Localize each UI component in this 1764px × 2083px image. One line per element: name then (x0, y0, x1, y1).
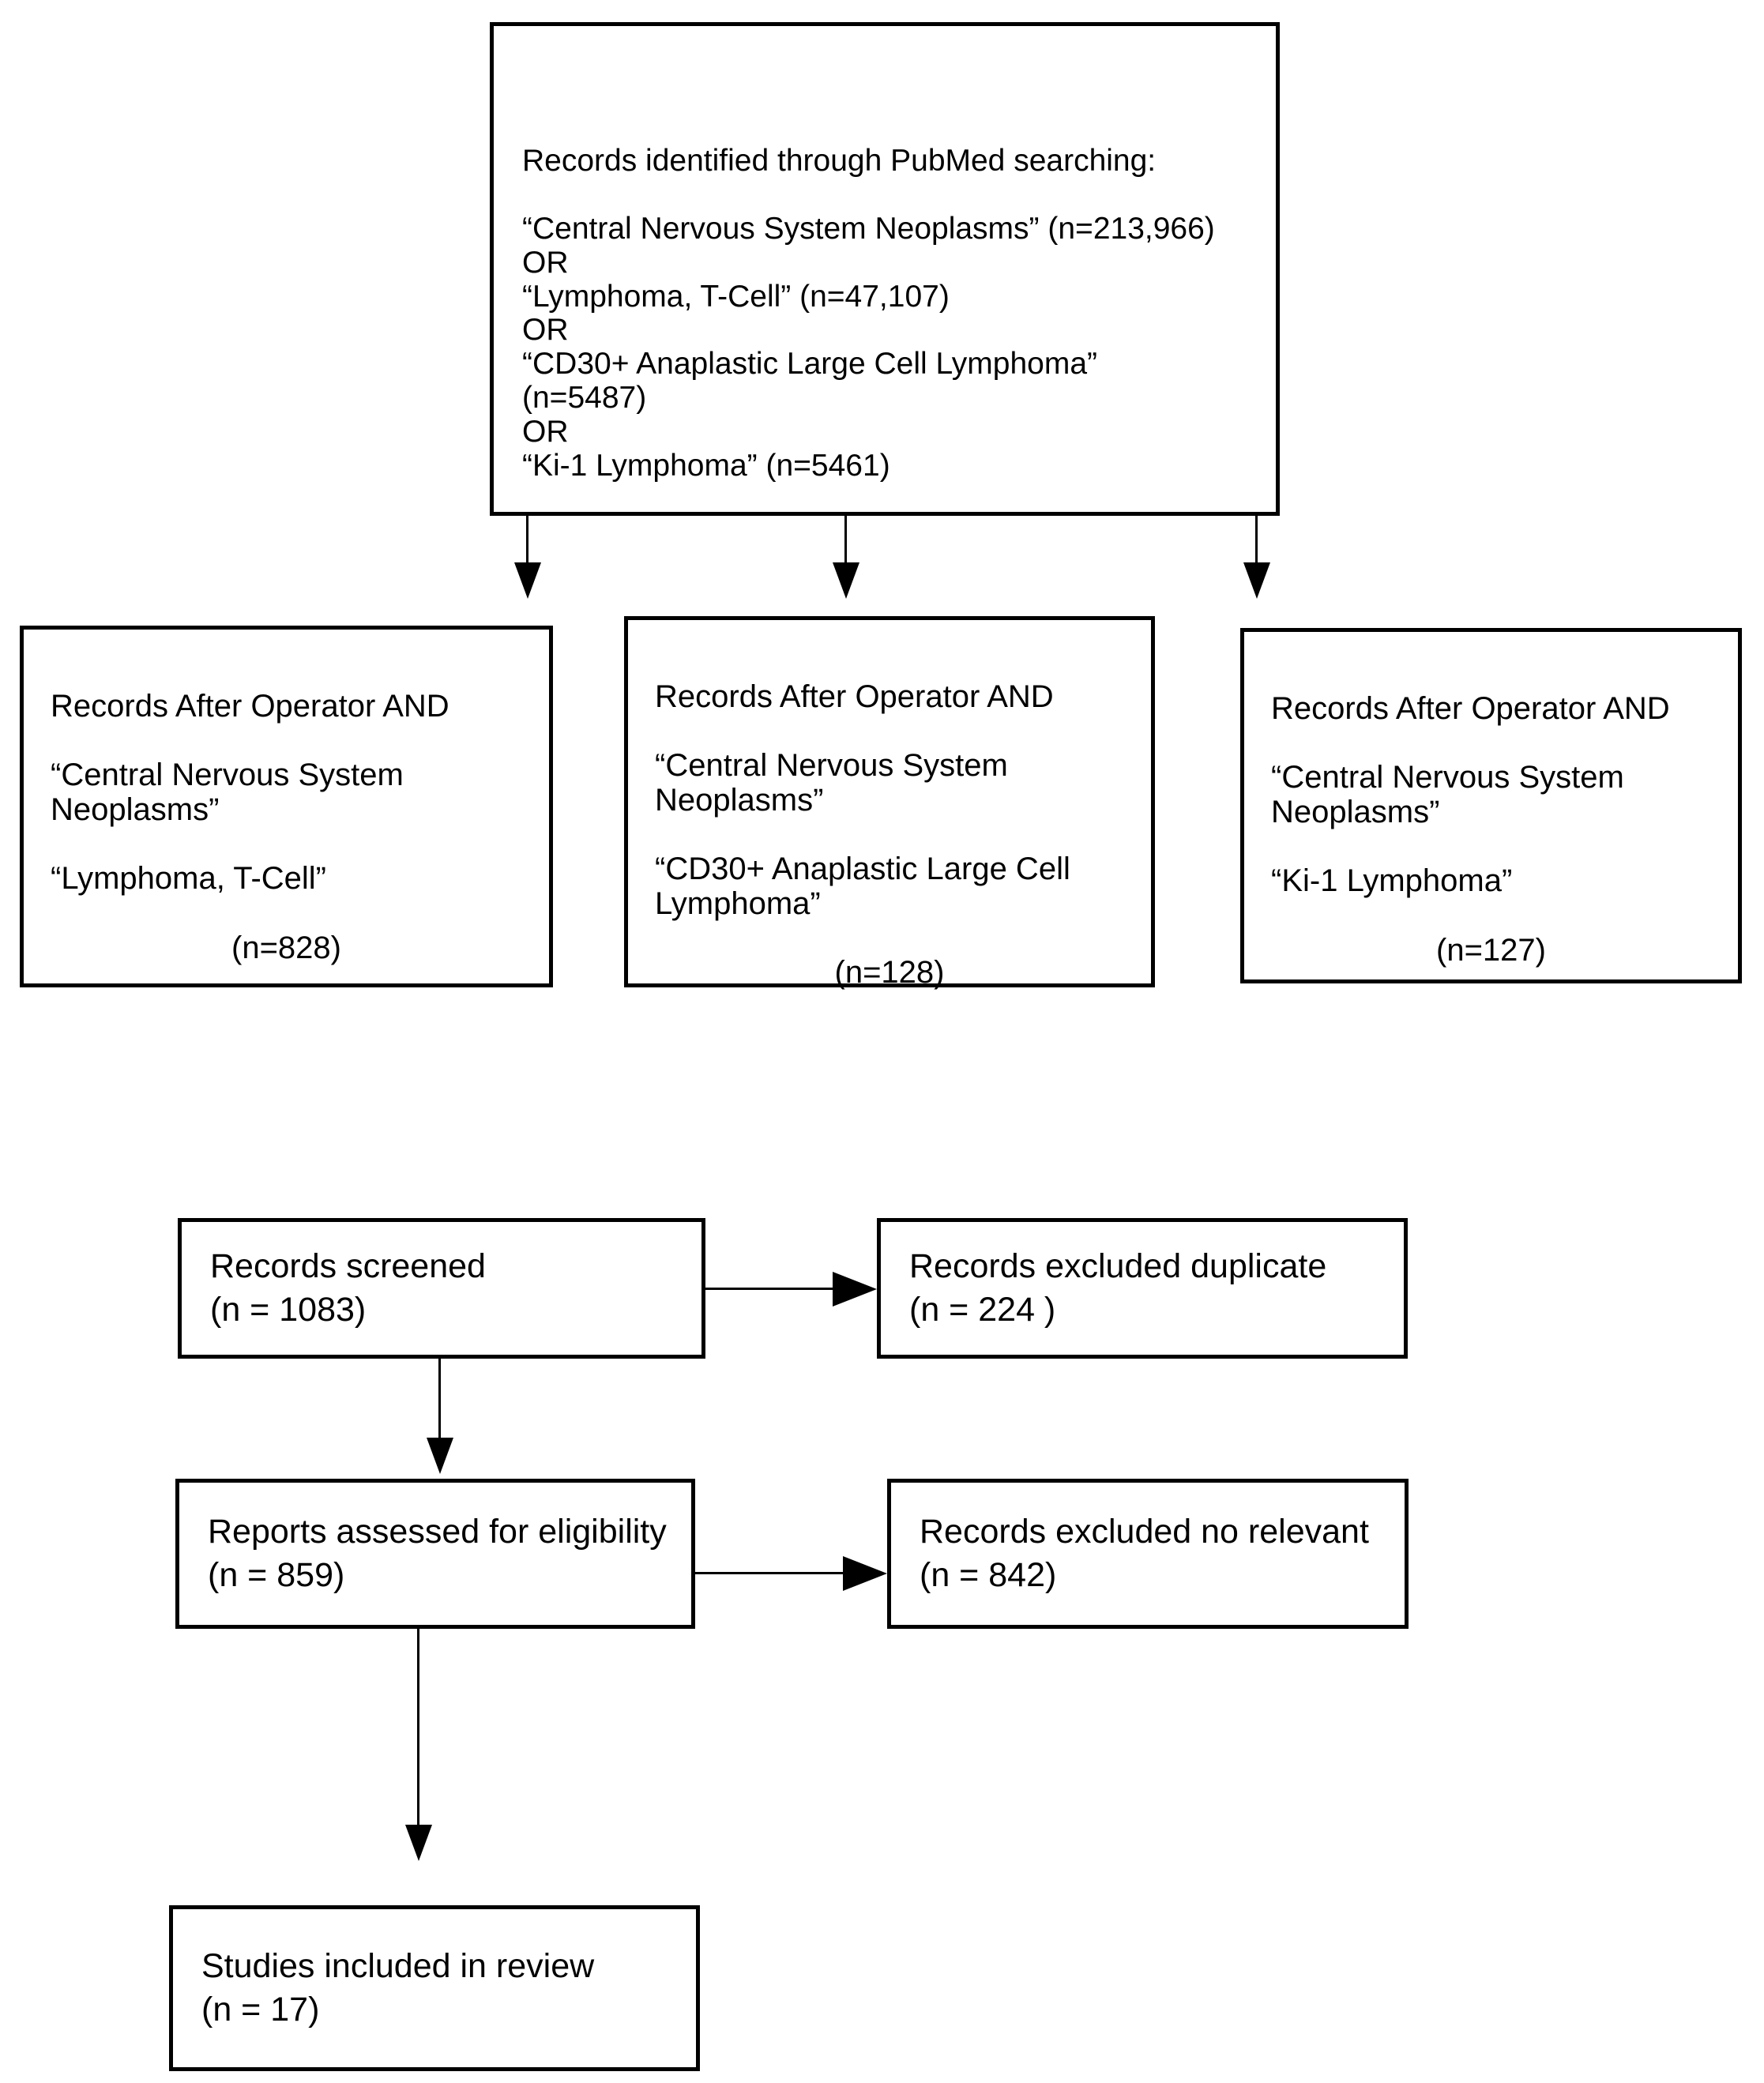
reports-assessed-text: Reports assessed for eligibility (n = 85… (208, 1513, 667, 1594)
and-tcell-count: (n=828) (231, 930, 341, 965)
records-identified-text: Records identified through PubMed search… (522, 144, 1215, 483)
and-cd30-count: (n=128) (834, 955, 945, 991)
arrow-shaft (695, 1572, 843, 1574)
arrowhead-down-icon (1243, 562, 1270, 599)
arrowhead-down-icon (833, 562, 859, 599)
arrow-shaft (526, 516, 528, 565)
arrowhead-down-icon (405, 1825, 432, 1861)
and-ki1-text: Records After Operator AND “Central Nerv… (1271, 691, 1670, 898)
arrow-shaft (705, 1288, 833, 1290)
arrow-shaft (844, 516, 847, 565)
and-ki1-count: (n=127) (1436, 932, 1546, 968)
records-screened-text: Records screened (n = 1083) (210, 1247, 486, 1329)
arrowhead-down-icon (514, 562, 541, 599)
box-and-ki1-lymphoma: Records After Operator AND “Central Nerv… (1240, 628, 1742, 983)
box-records-screened: Records screened (n = 1083) (178, 1218, 705, 1359)
box-and-lymphoma-tcell: Records After Operator AND “Central Nerv… (20, 626, 553, 987)
studies-included-text: Studies included in review (n = 17) (201, 1947, 595, 2028)
arrowhead-right-icon (843, 1556, 887, 1591)
box-studies-included: Studies included in review (n = 17) (169, 1905, 700, 2071)
arrow-shaft (1255, 516, 1258, 565)
records-excluded-duplicate-text: Records excluded duplicate (n = 224 ) (909, 1247, 1327, 1329)
arrowhead-right-icon (833, 1272, 877, 1307)
arrow-shaft (438, 1359, 441, 1439)
box-records-excluded-no-relevant: Records excluded no relevant (n = 842) (887, 1479, 1409, 1629)
box-records-excluded-duplicate: Records excluded duplicate (n = 224 ) (877, 1218, 1408, 1359)
box-records-identified: Records identified through PubMed search… (490, 22, 1280, 516)
arrow-shaft (417, 1629, 419, 1826)
arrowhead-down-icon (427, 1438, 453, 1474)
and-tcell-text: Records After Operator AND “Central Nerv… (51, 689, 449, 896)
records-excluded-no-relevant-text: Records excluded no relevant (n = 842) (920, 1513, 1369, 1594)
box-and-cd30-alcl: Records After Operator AND “Central Nerv… (624, 616, 1155, 990)
box-reports-assessed: Reports assessed for eligibility (n = 85… (175, 1479, 695, 1629)
and-cd30-text: Records After Operator AND “Central Nerv… (655, 679, 1070, 921)
